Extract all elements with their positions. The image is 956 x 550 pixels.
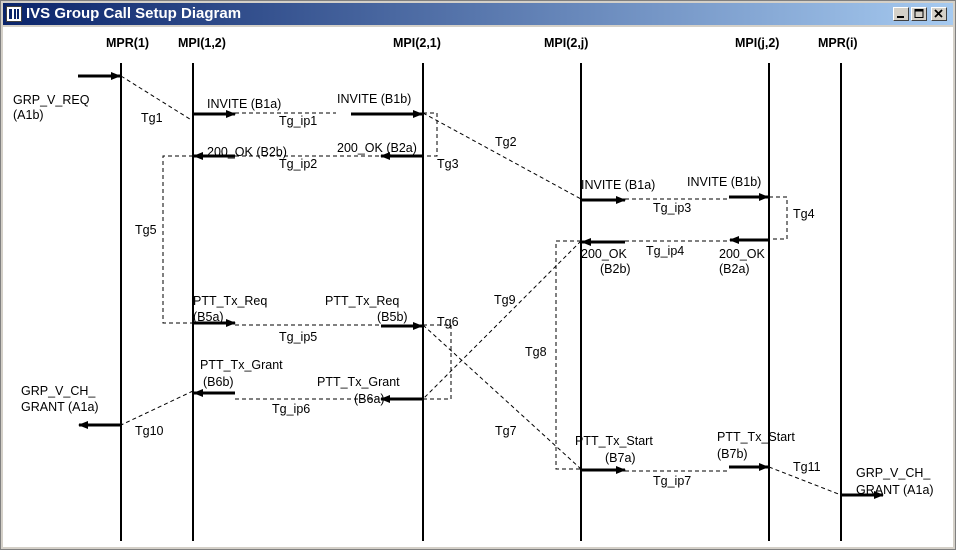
label-ptt-tx-start-a-code: (B7a) — [605, 451, 636, 465]
label-200-ok-b2a-left: 200_OK (B2a) — [337, 141, 417, 155]
label-ptt-tx-start-a: PTT_Tx_Start — [575, 434, 653, 448]
label-200-ok-right-a-code: (B2b) — [600, 262, 631, 276]
label-ptt-tx-grant-left-code: (B6b) — [203, 375, 234, 389]
timer-tg6: Tg6 — [437, 315, 459, 329]
label-ptt-tx-grant-left: PTT_Tx_Grant — [200, 358, 283, 372]
label-ptt-tx-req-left: PTT_Tx_Req — [193, 294, 267, 308]
timer-tg10: Tg10 — [135, 424, 164, 438]
label-ptt-tx-grant-right-code: (B6a) — [354, 392, 385, 406]
timer-tg-ip1: Tg_ip1 — [279, 114, 317, 128]
minimize-button[interactable] — [893, 7, 909, 21]
connector-tg4 — [769, 196, 788, 240]
connector-tg3 — [423, 112, 438, 157]
timer-tg-ip3: Tg_ip3 — [653, 201, 691, 215]
dashed-connectors — [120, 75, 842, 496]
message-arrows — [78, 72, 884, 499]
label-ptt-tx-start-b: PTT_Tx_Start — [717, 430, 795, 444]
label-200-ok-right-b-code: (B2a) — [719, 262, 750, 276]
connector-tg6 — [423, 324, 452, 400]
label-200-ok-b2b-left: 200_OK (B2b) — [207, 145, 287, 159]
connector-tg11 — [768, 466, 842, 496]
timer-tg7: Tg7 — [495, 424, 517, 438]
connector-tg5 — [162, 155, 193, 324]
label-grp-v-req: GRP_V_REQ — [13, 93, 90, 107]
label-200-ok-right-b: 200_OK — [719, 247, 766, 261]
timer-tg9: Tg9 — [494, 293, 516, 307]
label-grp-v-ch-grant-right: GRP_V_CH_ — [856, 466, 931, 480]
timer-tg1: Tg1 — [141, 111, 163, 125]
timer-tg-ip7: Tg_ip7 — [653, 474, 691, 488]
label-ptt-tx-grant-right: PTT_Tx_Grant — [317, 375, 400, 389]
connector-tg2 — [422, 112, 582, 200]
column-header-mpi-j-2: MPI(j,2) — [735, 36, 779, 50]
label-ptt-tx-req-right: PTT_Tx_Req — [325, 294, 399, 308]
column-header-mpi-1-2: MPI(1,2) — [178, 36, 226, 50]
timer-tg-ip5: Tg_ip5 — [279, 330, 317, 344]
label-grp-v-req-code: (A1b) — [13, 108, 44, 122]
connector-tg9 — [422, 240, 582, 400]
connector-tg7 — [422, 324, 582, 470]
timer-tg-ip2: Tg_ip2 — [279, 157, 317, 171]
timer-tg4: Tg4 — [793, 207, 815, 221]
label-ptt-tx-req-right-code: (B5b) — [377, 310, 408, 324]
diagram-canvas: MPR(1) MPI(1,2) MPI(2,1) MPI(2,j) MPI(j,… — [3, 27, 953, 547]
timer-tg8: Tg8 — [525, 345, 547, 359]
label-invite-b1b-left: INVITE (B1b) — [337, 92, 411, 106]
column-header-mpr-1: MPR(1) — [106, 36, 149, 50]
timer-tg-ip6: Tg_ip6 — [272, 402, 310, 416]
label-200-ok-right-a: 200_OK — [581, 247, 628, 261]
sequence-diagram: MPR(1) MPI(1,2) MPI(2,1) MPI(2,j) MPI(j,… — [13, 36, 934, 541]
label-grp-v-ch-grant-left-code: GRANT (A1a) — [21, 400, 99, 414]
label-invite-b1b-right: INVITE (B1b) — [687, 175, 761, 189]
label-invite-b1a-right: INVITE (B1a) — [581, 178, 655, 192]
close-icon — [934, 9, 943, 18]
timer-tg-ip4: Tg_ip4 — [646, 244, 684, 258]
close-button[interactable] — [931, 7, 947, 21]
maximize-button[interactable] — [911, 7, 927, 21]
connector-tg1 — [120, 75, 194, 122]
label-grp-v-ch-grant-left: GRP_V_CH_ — [21, 384, 96, 398]
label-grp-v-ch-grant-right-code: GRANT (A1a) — [856, 483, 934, 497]
column-header-mpi-2-1: MPI(2,1) — [393, 36, 441, 50]
maximize-icon — [914, 9, 924, 18]
timer-tg3: Tg3 — [437, 157, 459, 171]
app-icon[interactable] — [6, 6, 22, 22]
lifelines — [120, 63, 842, 541]
minimize-icon — [897, 16, 904, 18]
connector-tg10 — [120, 390, 194, 426]
title-bar[interactable]: IVS Group Call Setup Diagram — [3, 3, 953, 25]
window-title: IVS Group Call Setup Diagram — [26, 5, 242, 22]
timer-tg11: Tg11 — [793, 460, 821, 474]
column-header-mpr-i: MPR(i) — [818, 36, 858, 50]
label-invite-b1a-left: INVITE (B1a) — [207, 97, 281, 111]
timer-tg2: Tg2 — [495, 135, 517, 149]
timer-tg5: Tg5 — [135, 223, 157, 237]
column-header-mpi-2-j: MPI(2,j) — [544, 36, 588, 50]
label-ptt-tx-req-left-code: (B5a) — [193, 310, 224, 324]
label-ptt-tx-start-b-code: (B7b) — [717, 447, 748, 461]
